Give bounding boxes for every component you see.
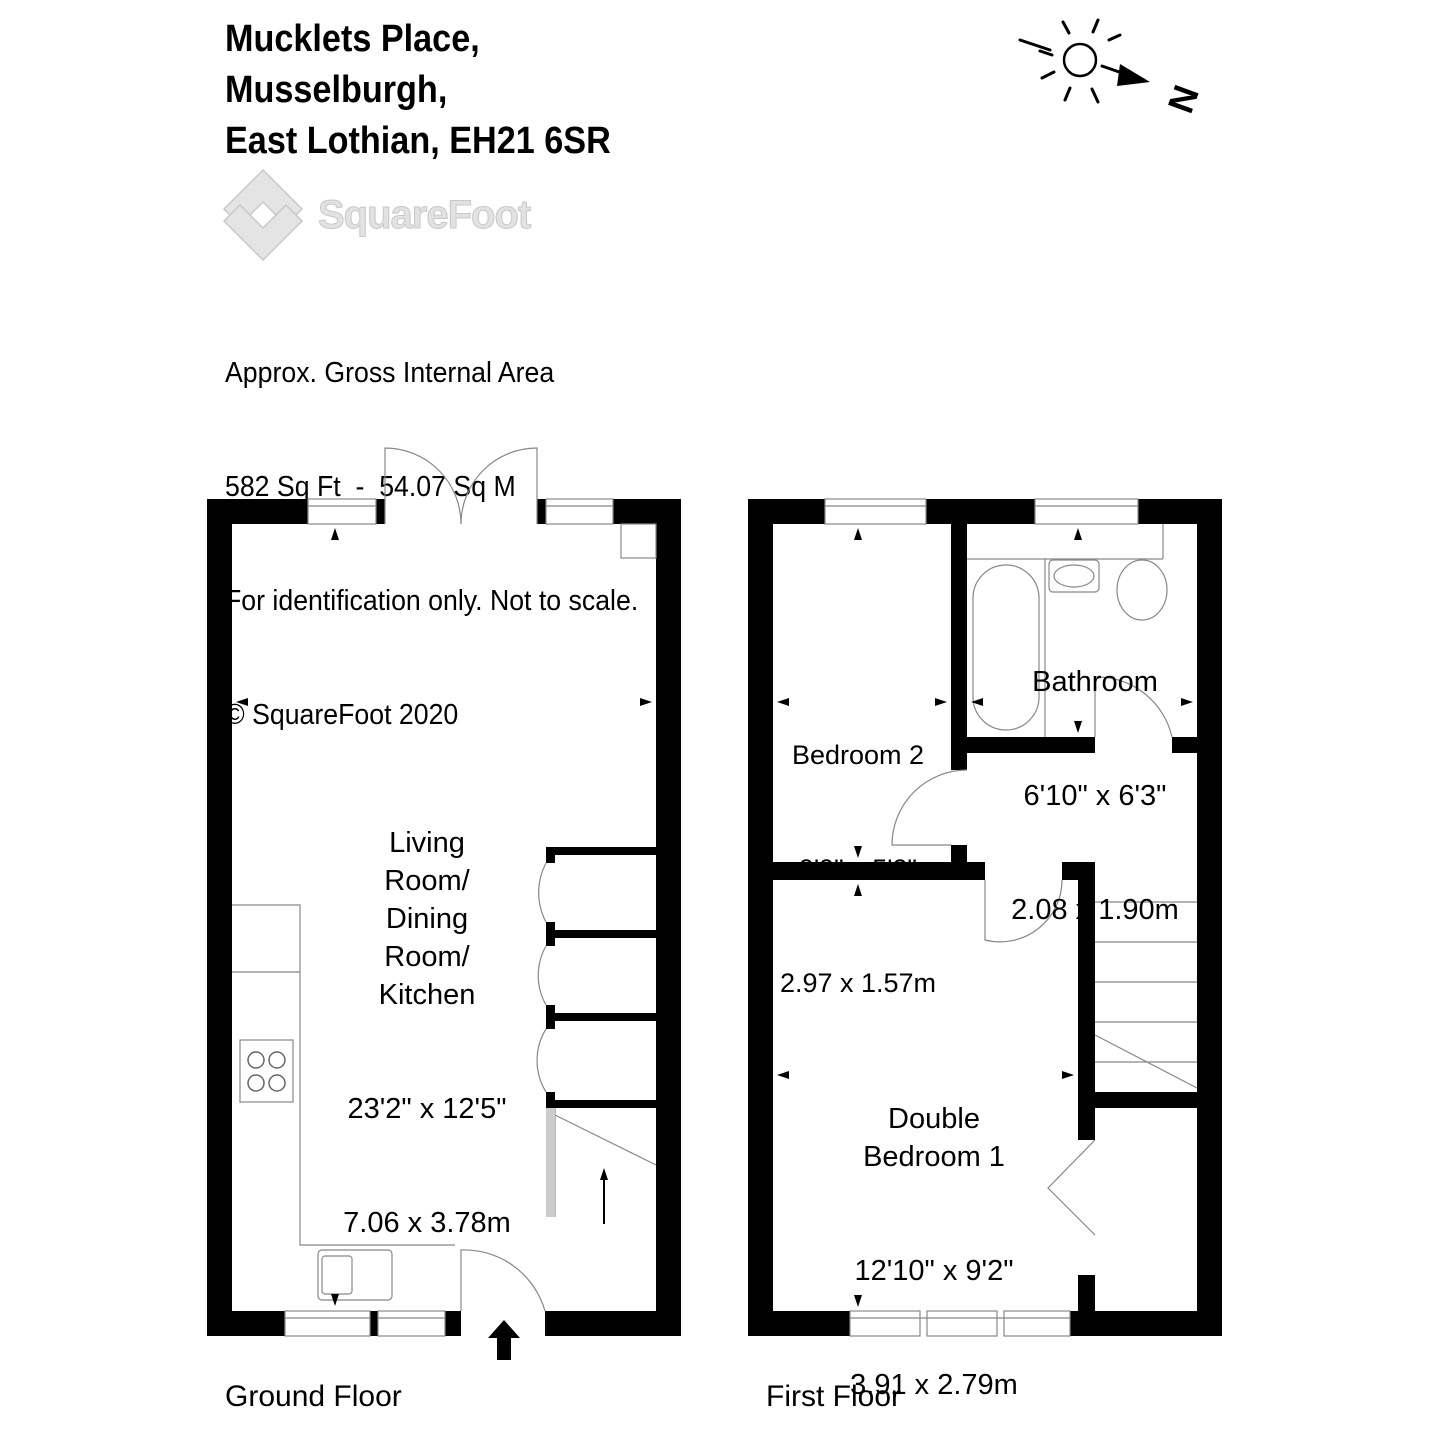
room-double-bedroom-1: Double Bedroom 1 12'10" x 9'2" 3.91 x 2.… [824,1024,1044,1442]
room-dimensions-metric: 2.08 x 1.90m [1011,894,1179,926]
ground-floor-walls [207,499,681,1336]
room-dimensions-metric: 3.91 x 2.79m [850,1369,1018,1401]
room-dimensions-imperial: 9'9" x 5'2" [798,854,918,884]
disclaimer: For identification only. Not to scale. [225,585,639,617]
room-bedroom-2: Bedroom 2 9'9" x 5'2" 2.97 x 1.57m [773,660,943,1040]
logo-text: SquareFoot [317,193,531,238]
first-floor-label: First Floor [766,1380,901,1413]
area-value: 582 Sq Ft - 54.07 Sq M [225,471,516,503]
room-dimensions-imperial: 12'10" x 9'2" [854,1255,1014,1287]
copyright: © SquareFoot 2020 [225,699,459,731]
room-dimensions-metric: 2.97 x 1.57m [779,968,937,998]
room-name: Living Room/ Dining Room/ Kitchen [378,827,476,1011]
address-line: East Lothian, EH21 6SR [225,120,611,162]
room-dimensions-imperial: 23'2" x 12'5" [347,1093,507,1125]
room-dimensions-imperial: 6'10" x 6'3" [1023,780,1167,812]
room-living-dining-kitchen: Living Room/ Dining Room/ Kitchen 23'2" … [327,748,527,1280]
area-info: Approx. Gross Internal Area 582 Sq Ft - … [225,278,638,772]
squarefoot-logo-icon [222,168,304,262]
property-address: Mucklets Place, Musselburgh, East Lothia… [225,14,611,167]
room-dimensions-metric: 7.06 x 3.78m [343,1207,511,1239]
room-name: Bathroom [1032,666,1158,698]
address-line: Musselburgh, [225,69,448,111]
room-name: Double Bedroom 1 [863,1103,1005,1173]
ground-floor-label: Ground Floor [225,1380,402,1413]
first-floor-walls [748,499,1222,1336]
area-heading: Approx. Gross Internal Area [225,357,555,389]
address-line: Mucklets Place, [225,18,480,60]
entrance-arrow-icon [488,1320,520,1360]
room-bathroom: Bathroom 6'10" x 6'3" 2.08 x 1.90m [995,587,1195,967]
room-name: Bedroom 2 [791,740,925,770]
stair-hatch [546,1108,555,1217]
